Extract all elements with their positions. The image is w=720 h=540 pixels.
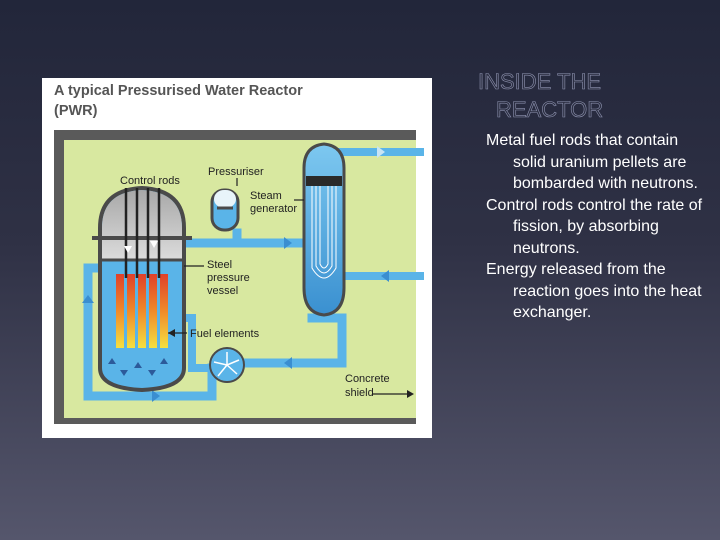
vessel-flow-arrows <box>108 241 168 376</box>
control-rods <box>124 188 161 278</box>
fuel-pointer-arrow <box>168 329 175 337</box>
slide-title-line1: INSIDE THE <box>478 69 602 95</box>
steam-generator <box>302 142 346 317</box>
bullet-list: Metal fuel rods that contain solid urani… <box>486 130 711 324</box>
pwr-diagram: A typical Pressurised Water Reactor (PWR… <box>42 78 432 438</box>
diagram-title-line2: (PWR) <box>54 103 98 119</box>
coolant-pump <box>209 347 245 383</box>
slide-title: INSIDE THE REACTOR <box>478 68 638 124</box>
concrete-pointer-arrow <box>407 390 414 398</box>
label-steam-generator-1: Steam <box>250 190 282 202</box>
label-pressuriser: Pressuriser <box>208 166 264 178</box>
fuel-elements <box>116 274 168 348</box>
pressuriser <box>210 188 240 232</box>
slide-title-line2: REACTOR <box>496 97 604 123</box>
label-steel-1: Steel <box>207 259 232 271</box>
label-concrete-2: shield <box>345 387 374 399</box>
bullet-item: Control rods control the rate of fission… <box>486 196 703 257</box>
flow-arrows <box>82 146 389 402</box>
label-steel-3: vessel <box>207 285 238 297</box>
bullet-item: Energy released from the reaction goes i… <box>486 261 702 321</box>
label-fuel-elements: Fuel elements <box>190 328 260 340</box>
label-steel-2: pressure <box>207 272 250 284</box>
label-control-rods: Control rods <box>120 175 180 187</box>
diagram-title-line1: A typical Pressurised Water Reactor <box>54 83 303 99</box>
label-steam-generator-2: generator <box>250 203 297 215</box>
label-concrete-1: Concrete <box>345 373 390 385</box>
bullet-item: Metal fuel rods that contain solid urani… <box>486 132 698 192</box>
